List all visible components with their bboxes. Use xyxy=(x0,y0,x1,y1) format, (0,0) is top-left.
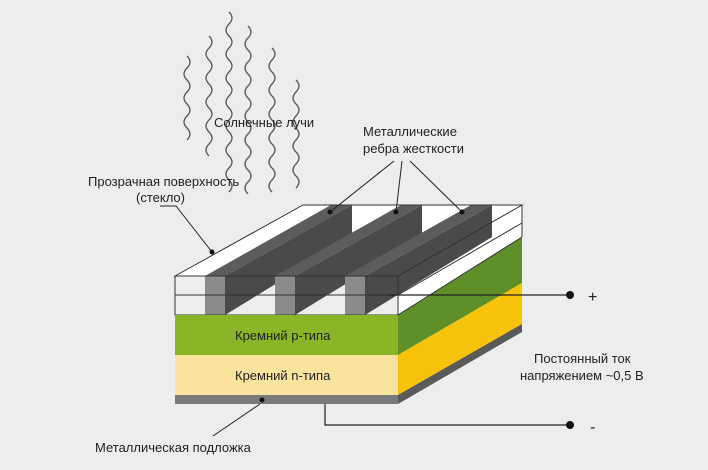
ribs-label-line1: Металлические xyxy=(363,124,457,139)
sun-rays-label: Солнечные лучи xyxy=(214,115,314,130)
rib-2-side xyxy=(295,205,422,315)
p-layer-side-face xyxy=(398,237,522,355)
substrate-label: Металлическая подложка xyxy=(95,440,252,455)
rib-3-top xyxy=(345,205,492,276)
n-layer-front xyxy=(175,355,398,395)
rib-3-side xyxy=(365,205,492,315)
glass-label-line2: (стекло) xyxy=(136,190,185,205)
rib-1-side xyxy=(225,205,352,315)
n-type-label: Кремний n-типа xyxy=(235,368,331,383)
n-layer-side-face xyxy=(398,283,522,395)
callout-lines xyxy=(160,160,463,437)
plus-terminal-dot xyxy=(566,291,574,299)
substrate-front xyxy=(175,395,398,404)
substrate-side-face xyxy=(398,324,522,404)
current-label-line1: Постоянный ток xyxy=(534,351,631,366)
minus-sign: - xyxy=(590,419,595,436)
sun-rays-icon xyxy=(183,11,300,195)
minus-terminal-dot xyxy=(566,421,574,429)
glass-label-line1: Прозрачная поверхность xyxy=(88,174,239,189)
p-type-label: Кремний p-типа xyxy=(235,328,331,343)
metal-ribs xyxy=(205,205,492,315)
callout-dots xyxy=(209,209,465,403)
wires xyxy=(324,294,570,426)
p-layer-front xyxy=(175,315,398,355)
plus-sign: + xyxy=(588,289,597,306)
rib-1-top xyxy=(205,205,352,276)
current-label-line2: напряжением ~0,5 В xyxy=(520,368,644,383)
ribs-label-line2: ребра жесткости xyxy=(363,141,464,156)
rib-2-top xyxy=(275,205,422,276)
